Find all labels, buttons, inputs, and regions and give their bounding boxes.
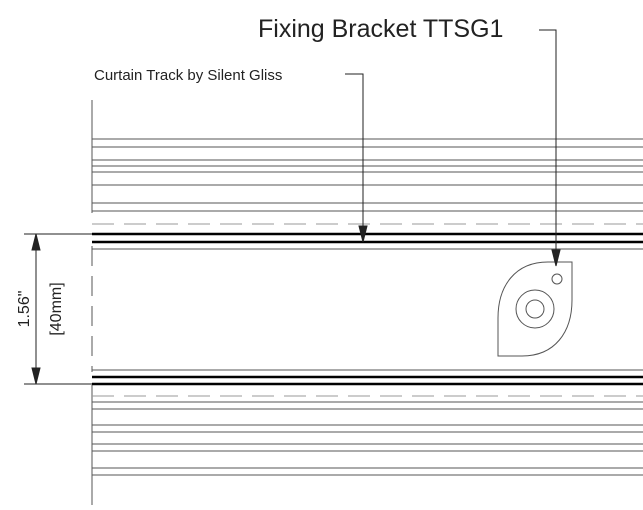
bracket-screw-hole	[551, 273, 563, 285]
fixing-bracket	[497, 261, 573, 357]
track-label: Curtain Track by Silent Gliss	[94, 67, 282, 84]
track-leader	[345, 73, 368, 243]
bracket-leader-line	[539, 29, 557, 254]
bracket-inner-ring	[525, 299, 545, 319]
track-leader-line	[345, 73, 364, 230]
bracket-label: Fixing Bracket TTSG1	[258, 15, 503, 43]
lower-track-profile	[92, 395, 643, 476]
top-rail	[92, 232, 643, 244]
bracket-outer-ring	[515, 289, 555, 329]
bottom-rail	[92, 375, 643, 386]
bracket-outline	[497, 261, 573, 357]
bracket-leader	[539, 29, 561, 267]
dimension-arrow-top	[31, 233, 41, 251]
dimension-imperial: 1.56"	[16, 291, 33, 328]
dimension-arrow-bottom	[31, 367, 41, 385]
dimension-metric: [40mm]	[48, 282, 65, 335]
dimension-marker	[24, 233, 92, 385]
track-leader-arrow	[358, 225, 368, 243]
bracket-leader-arrow	[551, 249, 561, 267]
upper-track-profile	[92, 138, 643, 225]
